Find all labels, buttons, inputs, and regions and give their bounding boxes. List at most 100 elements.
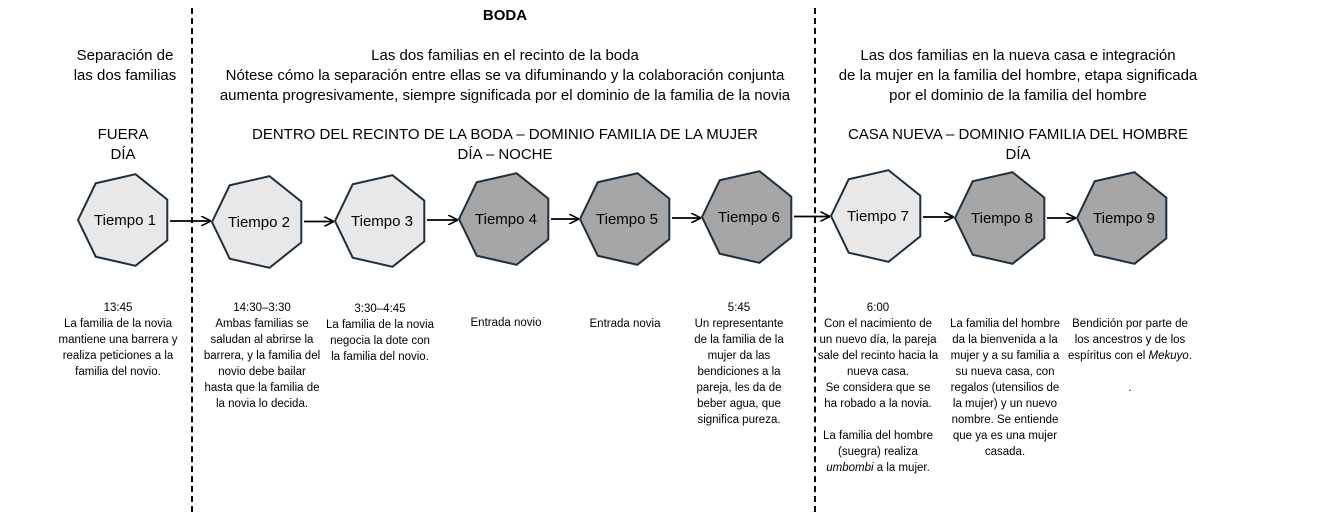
- heptagon-shape: [578, 172, 671, 266]
- description-line: mujer da las: [707, 350, 771, 362]
- node-label: Tiempo 6: [718, 209, 780, 226]
- description-line: novio debe bailar: [218, 366, 306, 378]
- description-line: hasta que la familia de: [204, 382, 320, 394]
- time-label: 6:00: [866, 302, 890, 314]
- node-label: Tiempo 3: [351, 213, 413, 230]
- node-label: Tiempo 5: [596, 211, 658, 228]
- description-line: da la bienvenida a la: [952, 334, 1058, 346]
- node-label: Tiempo 1: [94, 212, 156, 229]
- section-fuera-title: FUERA: [97, 126, 149, 143]
- heptagon-shape: [457, 172, 550, 266]
- description-line: La familia del hombre: [823, 430, 933, 442]
- description-tiempo-4: Entrada novio: [447, 315, 565, 331]
- description-line: la mujer) y un nuevo: [952, 398, 1058, 410]
- description-line: La familia de la novia: [63, 318, 173, 330]
- description-line: ha robado a la novia.: [824, 398, 932, 410]
- boda-desc-line-3: aumenta progresivamente, siempre signifi…: [219, 87, 791, 104]
- description-line: nueva casa.: [846, 366, 909, 378]
- section-fuera: FUERA DÍA: [60, 125, 186, 165]
- description-line: Un representante: [694, 318, 784, 330]
- boda-desc-line-2: Nótese cómo la separación entre ellas se…: [225, 67, 785, 84]
- separator-line-boda-end: [814, 8, 816, 512]
- separation-line-2: las dos familias: [73, 67, 177, 84]
- node-tiempo-7: Tiempo 7: [829, 169, 922, 263]
- description-line: regalos (utensilios de: [950, 382, 1060, 394]
- description-line: pareja, les da de: [696, 382, 782, 394]
- separation-line-1: Separación de: [76, 47, 174, 64]
- description-line: familia del novio.: [75, 366, 161, 378]
- section-dentro: DENTRO DEL RECINTO DE LA BODA – DOMINIO …: [205, 125, 805, 165]
- description-line: Con el nacimiento de: [823, 318, 933, 330]
- node-tiempo-4: Tiempo 4: [457, 172, 550, 266]
- description-line: que ya es una mujer: [952, 430, 1058, 442]
- description-line: significa pureza.: [697, 414, 781, 426]
- description-line: la novia lo decida.: [215, 398, 309, 410]
- node-tiempo-3: Tiempo 3: [333, 174, 426, 268]
- node-label: Tiempo 8: [971, 210, 1033, 227]
- description-line: barrera, y la familia del: [203, 350, 321, 362]
- node-tiempo-8: Tiempo 8: [953, 171, 1046, 265]
- description-line: La familia de la novia: [325, 319, 435, 331]
- casa-description: Las dos familias en la nueva casa e inte…: [818, 46, 1218, 106]
- separator-line-boda-start: [191, 8, 193, 512]
- description-line: umbombi a la mujer.: [826, 462, 930, 474]
- description-tiempo-5: Entrada novia: [566, 316, 684, 332]
- time-label: 3:30–4:45: [354, 303, 406, 315]
- boda-desc-line-1: Las dos familias en el recinto de la bod…: [371, 47, 639, 64]
- casa-desc-line-3: por el dominio de la familia del hombre: [889, 87, 1147, 104]
- boda-title: BODA: [482, 7, 528, 24]
- description-line: negocia la dote con: [330, 335, 430, 347]
- boda-description: Las dos familias en el recinto de la bod…: [195, 46, 815, 106]
- section-fuera-time: DÍA: [110, 146, 136, 163]
- section-casa-title: CASA NUEVA – DOMINIO FAMILIA DEL HOMBRE: [847, 126, 1189, 143]
- description-line: la familia del novio.: [331, 351, 429, 363]
- description-line: de la familia de la: [694, 334, 784, 346]
- casa-desc-line-1: Las dos familias en la nueva casa e inte…: [860, 47, 1176, 64]
- description-tiempo-6: 5:45 Un representante de la familia de la m…: [680, 300, 798, 428]
- node-label: Tiempo 7: [847, 208, 909, 225]
- node-tiempo-2: Tiempo 2: [210, 175, 303, 269]
- description-line: casada.: [984, 446, 1026, 458]
- node-tiempo-6: Tiempo 6: [700, 170, 793, 264]
- description-line: sale del recinto hacia la: [817, 350, 939, 362]
- description-line: saludan al abrirse la: [210, 334, 314, 346]
- heptagon-shape: [76, 173, 169, 267]
- description-line: [1065, 364, 1195, 380]
- node-label: Tiempo 2: [228, 214, 290, 231]
- node-label: Tiempo 9: [1093, 210, 1155, 227]
- node-tiempo-1: Tiempo 1: [76, 173, 169, 267]
- time-label: 14:30–3:30: [233, 302, 291, 314]
- description-line: los ancestros y de los: [1074, 334, 1186, 346]
- description-line: espíritus con el Mekuyo.: [1067, 350, 1193, 362]
- casa-desc-line-2: de la mujer en la familia del hombre, et…: [838, 67, 1198, 84]
- heptagon-shape: [953, 171, 1046, 265]
- separation-description: Separación de las dos familias: [40, 46, 210, 86]
- description-tiempo-3: 3:30–4:45 La familia de la novia negocia l…: [318, 301, 442, 365]
- timeline-diagram: Tiempo 1 Tiempo 2 Tiempo 3 Tiempo 4 Tiempo 5…: [76, 169, 1168, 269]
- section-dentro-title: DENTRO DEL RECINTO DE LA BODA – DOMINIO …: [252, 126, 758, 143]
- description-line: mantiene una barrera y: [58, 334, 178, 346]
- description-line: Bendición por parte de: [1072, 318, 1188, 330]
- description-tiempo-9: Bendición por parte de los ancestros y de…: [1065, 316, 1195, 396]
- description-line: mujer y a su familia a: [950, 350, 1060, 362]
- description-line: Se considera que se: [825, 382, 931, 394]
- time-label: 5:45: [727, 302, 751, 314]
- section-dentro-time: DÍA – NOCHE: [457, 146, 553, 163]
- description-line: su nueva casa, con: [955, 366, 1055, 378]
- node-tiempo-9: Tiempo 9: [1075, 171, 1168, 265]
- heptagon-shape: [1075, 171, 1168, 265]
- node-label: Tiempo 4: [475, 211, 537, 228]
- heptagon-shape: [210, 175, 303, 269]
- section-casa-time: DÍA: [1005, 146, 1031, 163]
- description-line: bendiciones a la: [697, 366, 781, 378]
- description-line: beber agua, que: [697, 398, 781, 410]
- heptagon-shape: [333, 174, 426, 268]
- description-line: realiza peticiones a la: [62, 350, 174, 362]
- description-line: Entrada novio: [470, 317, 542, 329]
- description-line: Entrada novia: [589, 318, 661, 330]
- description-line: [810, 412, 946, 428]
